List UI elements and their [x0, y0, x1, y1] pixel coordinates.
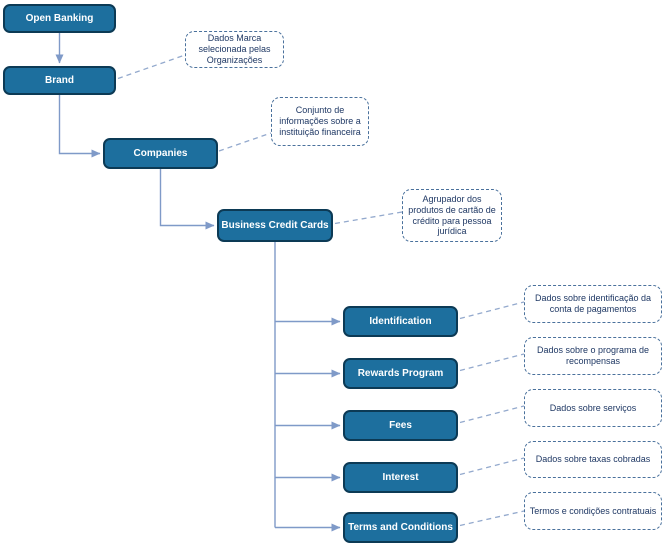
node-identification-label: Identification — [369, 316, 432, 327]
node-brand: Brand — [3, 66, 116, 95]
node-rewards-program-label: Rewards Program — [357, 368, 444, 379]
note-business-credit-cards: Agrupador dos produtos de cartão de créd… — [402, 189, 502, 242]
note-identification-text: Dados sobre identificação da conta de pa… — [534, 293, 652, 314]
note-rewards-program-text: Dados sobre o programa de recompensas — [536, 345, 650, 366]
note-rewards-program: Dados sobre o programa de recompensas — [524, 337, 662, 375]
note-companies: Conjunto de informações sobre a institui… — [271, 97, 369, 146]
node-fees-label: Fees — [389, 420, 412, 431]
note-terms-and-conditions: Termos e condições contratuais — [524, 492, 662, 530]
note-link-fees — [459, 405, 525, 424]
node-interest: Interest — [343, 462, 458, 493]
note-link-terms-and-conditions — [459, 510, 525, 527]
note-fees: Dados sobre serviços — [524, 389, 662, 427]
note-interest-text: Dados sobre taxas cobradas — [535, 454, 651, 465]
node-brand-label: Brand — [45, 75, 74, 86]
node-companies: Companies — [103, 138, 218, 169]
edge-companies-business-credit-cards — [159, 169, 215, 230]
note-link-rewards-program — [459, 353, 525, 372]
note-terms-and-conditions-text: Termos e condições contratuais — [529, 505, 657, 516]
node-interest-label: Interest — [382, 472, 419, 483]
note-link-identification — [459, 301, 525, 320]
note-brand: Dados Marca selecionada pelas Organizaçõ… — [185, 31, 284, 68]
note-fees-text: Dados sobre serviços — [549, 402, 637, 413]
node-fees: Fees — [343, 410, 458, 441]
note-brand-text: Dados Marca selecionada pelas Organizaçõ… — [198, 33, 271, 65]
node-business-credit-cards: Business Credit Cards — [217, 209, 333, 242]
note-link-brand — [117, 54, 186, 80]
node-open-banking: Open Banking — [3, 4, 116, 33]
note-interest: Dados sobre taxas cobradas — [524, 441, 662, 478]
node-terms-and-conditions: Terms and Conditions — [343, 512, 458, 543]
note-link-business-credit-cards — [334, 211, 403, 225]
note-link-interest — [459, 457, 525, 476]
note-business-credit-cards-text: Agrupador dos produtos de cartão de créd… — [408, 193, 496, 237]
node-open-banking-label: Open Banking — [25, 13, 94, 24]
note-companies-text: Conjunto de informações sobre a institui… — [279, 105, 361, 137]
edge-brand-companies — [58, 95, 101, 158]
note-link-companies — [218, 132, 272, 152]
node-business-credit-cards-label: Business Credit Cards — [221, 220, 329, 231]
node-companies-label: Companies — [133, 148, 188, 159]
node-rewards-program: Rewards Program — [343, 358, 458, 389]
note-identification: Dados sobre identificação da conta de pa… — [524, 285, 662, 323]
node-identification: Identification — [343, 306, 458, 337]
node-terms-and-conditions-label: Terms and Conditions — [348, 522, 453, 533]
